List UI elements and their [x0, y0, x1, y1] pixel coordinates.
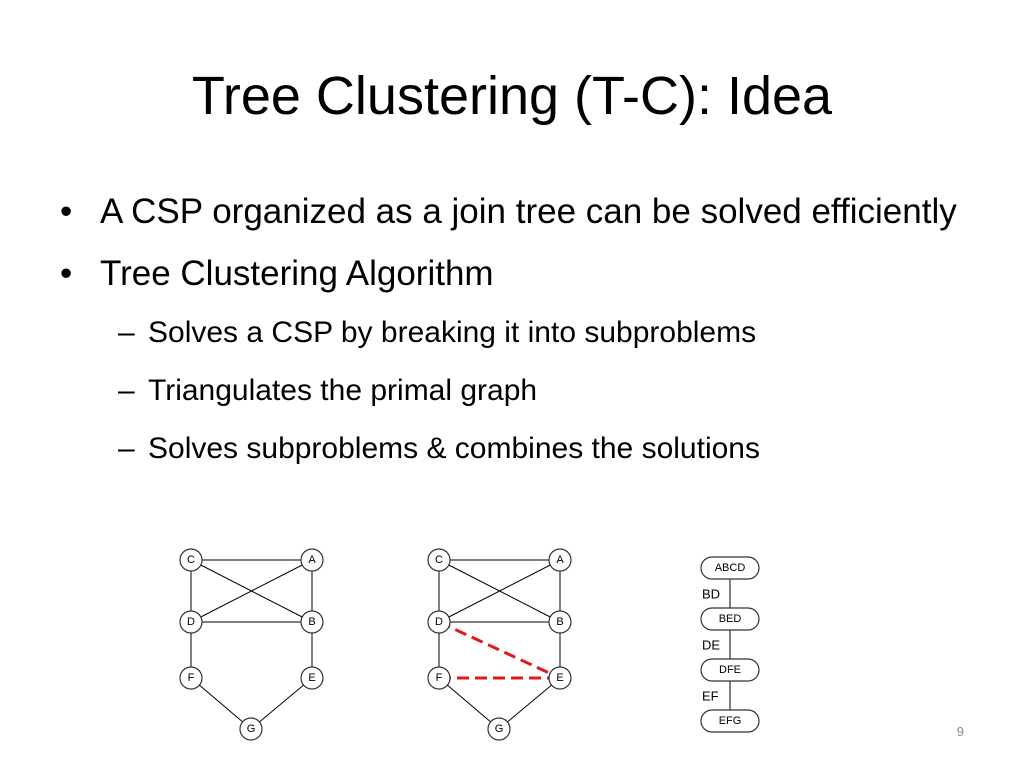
separator-bd: BD	[702, 587, 720, 602]
sub-bullet-combines: Solves subproblems & combines the soluti…	[100, 420, 980, 478]
triangulated-node-d: D	[427, 610, 451, 634]
sub-bullet-subproblems: Solves a CSP by breaking it into subprob…	[100, 304, 980, 362]
cluster-label: BED	[719, 613, 742, 625]
slide-number: 9	[956, 724, 964, 739]
primal-node-a: A	[300, 548, 324, 572]
primal-node-b: B	[300, 610, 324, 634]
triangulated-node-label: D	[435, 616, 443, 628]
cluster-dfe: DFE	[700, 658, 760, 682]
bullet-list: A CSP organized as a join tree can be so…	[60, 186, 980, 488]
primal-node-label: D	[187, 616, 195, 628]
cluster-label: EFG	[719, 715, 742, 727]
triangulated-node-g: G	[487, 717, 511, 741]
primal-node-label: A	[308, 554, 316, 566]
triangulated-edge-a-d	[438, 559, 561, 623]
triangulated-graph: C A D B F E G	[427, 548, 572, 741]
triangulated-fill-in-edge-d-e	[438, 620, 561, 680]
bullet-join-tree: A CSP organized as a join tree can be so…	[60, 186, 980, 238]
cluster-label: DFE	[719, 664, 741, 676]
primal-node-g: G	[239, 717, 263, 741]
triangulated-node-b: B	[548, 610, 572, 634]
bullet-text: A CSP organized as a join tree can be so…	[100, 192, 957, 231]
primal-edge-e-g	[250, 677, 313, 730]
primal-graph: C A D B F E G	[179, 548, 324, 741]
primal-node-c: C	[179, 548, 203, 572]
sub-bullet-list: Solves a CSP by breaking it into subprob…	[100, 304, 980, 478]
triangulated-node-f: F	[427, 666, 451, 690]
cluster-efg: EFG	[700, 709, 760, 733]
triangulated-node-label: G	[495, 723, 504, 735]
primal-node-label: F	[188, 672, 195, 684]
bullet-text: Tree Clustering Algorithm	[100, 254, 494, 293]
primal-node-e: E	[300, 666, 324, 690]
triangulated-node-label: B	[556, 616, 563, 628]
primal-node-label: G	[247, 723, 256, 735]
primal-edge-a-d	[190, 559, 313, 623]
triangulated-node-label: A	[556, 554, 564, 566]
triangulated-edge-e-g	[498, 677, 561, 730]
primal-node-f: F	[179, 666, 203, 690]
triangulated-node-c: C	[427, 548, 451, 572]
triangulated-node-e: E	[548, 666, 572, 690]
triangulated-node-label: C	[435, 554, 443, 566]
separator-de: DE	[702, 638, 720, 653]
primal-node-label: B	[308, 616, 315, 628]
primal-edge-f-g	[190, 677, 252, 730]
slide-title: Tree Clustering (T-C): Idea	[191, 66, 833, 126]
sub-bullet-triangulates: Triangulates the primal graph	[100, 362, 980, 420]
cluster-abcd: ABCD	[700, 556, 760, 580]
join-tree: ABCD BED DFE EFG BD DE EF	[700, 556, 760, 733]
triangulated-node-label: E	[556, 672, 563, 684]
primal-node-label: E	[308, 672, 315, 684]
primal-node-label: C	[187, 554, 195, 566]
cluster-label: ABCD	[715, 562, 746, 574]
separator-ef: EF	[702, 689, 719, 704]
cluster-bed: BED	[700, 607, 760, 631]
triangulated-node-label: F	[436, 672, 443, 684]
triangulated-edge-f-g	[438, 677, 500, 730]
bullet-tree-clustering: Tree Clustering Algorithm Solves a CSP b…	[60, 248, 980, 478]
primal-node-d: D	[179, 610, 203, 634]
triangulated-node-a: A	[548, 548, 572, 572]
